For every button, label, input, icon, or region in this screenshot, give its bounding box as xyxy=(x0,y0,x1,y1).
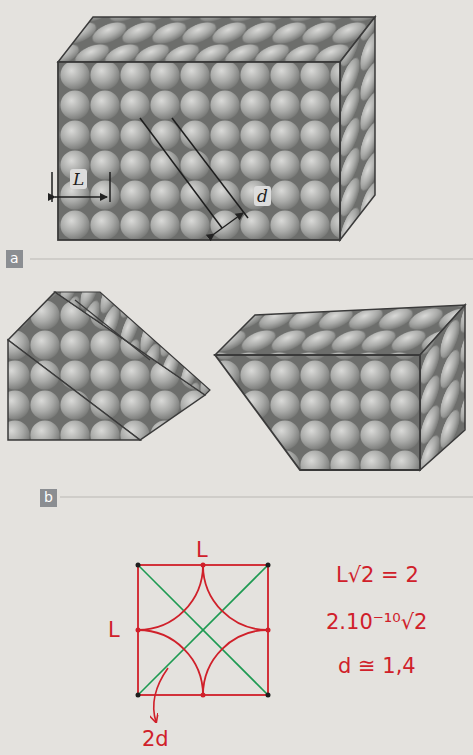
equation-text: d ≅ 1,4 xyxy=(338,654,416,678)
side-label: L xyxy=(108,618,120,642)
panel-badge: a xyxy=(6,250,23,268)
panel-letter: b xyxy=(44,489,53,505)
dimension-label: d xyxy=(254,186,271,206)
panel-badge: b xyxy=(40,489,57,507)
equation-text: L√2 = 2 xyxy=(336,563,419,587)
panel-letter: a xyxy=(10,250,19,266)
distance-label: 2d xyxy=(142,727,169,751)
side-label: L xyxy=(196,538,208,562)
equation-text: 2.10⁻¹⁰√2 xyxy=(326,610,427,634)
dimension-label: L xyxy=(70,169,87,189)
